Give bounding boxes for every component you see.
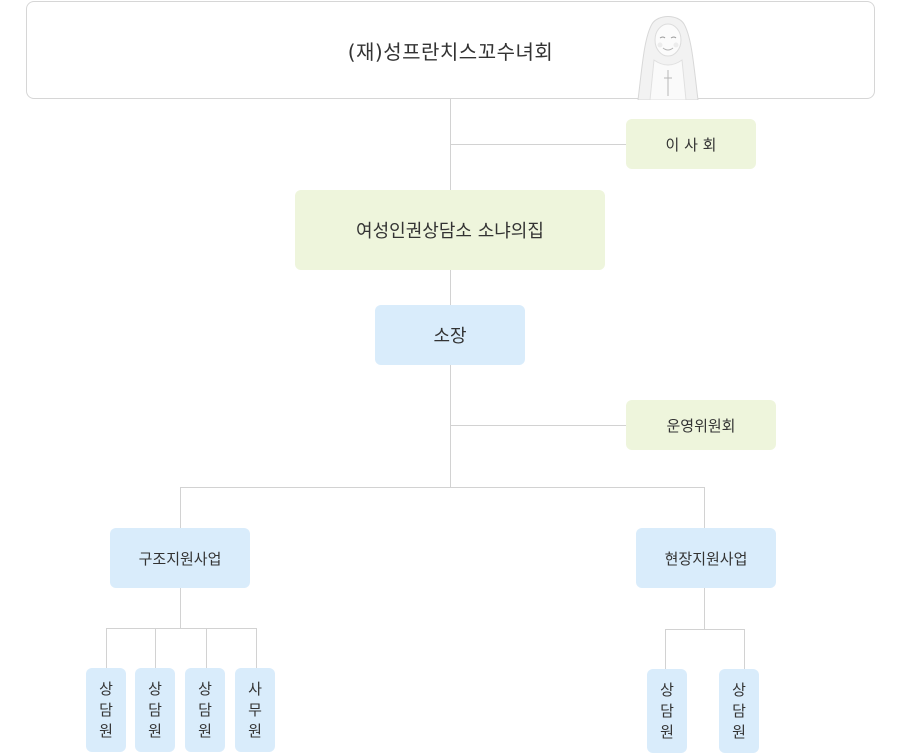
foundation-title: (재)성프란치스꼬수녀회 xyxy=(347,39,554,64)
staff-char: 원 xyxy=(248,721,262,740)
staff-char: 원 xyxy=(148,721,162,740)
left-dept-label: 구조지원사업 xyxy=(138,549,222,568)
staff-box: 상 담 원 xyxy=(135,668,175,752)
director-box: 소장 xyxy=(375,305,525,365)
connector-left-staff-1 xyxy=(106,628,107,668)
staff-box: 상 담 원 xyxy=(719,669,759,753)
center-box: 여성인권상담소 소냐의집 xyxy=(295,190,605,270)
committee-box: 운영위원회 xyxy=(626,400,776,450)
staff-char: 상 xyxy=(198,679,212,698)
connector-left-staff-4 xyxy=(256,628,257,668)
connector-right-staff xyxy=(665,629,745,630)
right-dept-box: 현장지원사업 xyxy=(636,528,776,588)
staff-char: 담 xyxy=(732,701,746,720)
staff-box: 상 담 원 xyxy=(647,669,687,753)
connector-left-staff-3 xyxy=(206,628,207,668)
foundation-box: (재)성프란치스꼬수녀회 xyxy=(26,1,875,99)
connector-right-dept-down xyxy=(704,587,705,629)
staff-char: 사 xyxy=(248,679,262,698)
connector-director-down xyxy=(450,364,451,488)
connector-board xyxy=(450,144,627,145)
staff-char: 담 xyxy=(660,701,674,720)
connector-left-staff-2 xyxy=(155,628,156,668)
connector-branch xyxy=(180,487,705,488)
staff-char: 상 xyxy=(660,680,674,699)
committee-label: 운영위원회 xyxy=(666,416,736,435)
staff-char: 상 xyxy=(99,679,113,698)
staff-char: 상 xyxy=(732,680,746,699)
staff-char: 원 xyxy=(99,721,113,740)
staff-char: 원 xyxy=(660,722,674,741)
staff-box: 상 담 원 xyxy=(185,668,225,752)
staff-char: 상 xyxy=(148,679,162,698)
connector-right-staff-1 xyxy=(665,629,666,669)
staff-box: 사 무 원 xyxy=(235,668,275,752)
staff-char: 무 xyxy=(248,700,262,719)
connector-left-dept xyxy=(180,487,181,529)
connector-top xyxy=(450,99,451,191)
connector-left-dept-down xyxy=(180,587,181,628)
board-label: 이 사 회 xyxy=(665,135,717,154)
connector-committee xyxy=(450,425,627,426)
right-dept-label: 현장지원사업 xyxy=(664,549,748,568)
board-box: 이 사 회 xyxy=(626,119,756,169)
nun-illustration xyxy=(637,16,699,100)
connector-center-director xyxy=(450,269,451,306)
staff-char: 담 xyxy=(148,700,162,719)
staff-char: 원 xyxy=(198,721,212,740)
left-dept-box: 구조지원사업 xyxy=(110,528,250,588)
connector-right-dept xyxy=(704,487,705,529)
staff-box: 상 담 원 xyxy=(86,668,126,752)
staff-char: 담 xyxy=(198,700,212,719)
connector-left-staff xyxy=(106,628,257,629)
center-label: 여성인권상담소 소냐의집 xyxy=(356,221,544,242)
staff-char: 원 xyxy=(732,722,746,741)
staff-char: 담 xyxy=(99,700,113,719)
director-label: 소장 xyxy=(433,326,467,347)
connector-right-staff-2 xyxy=(744,629,745,669)
